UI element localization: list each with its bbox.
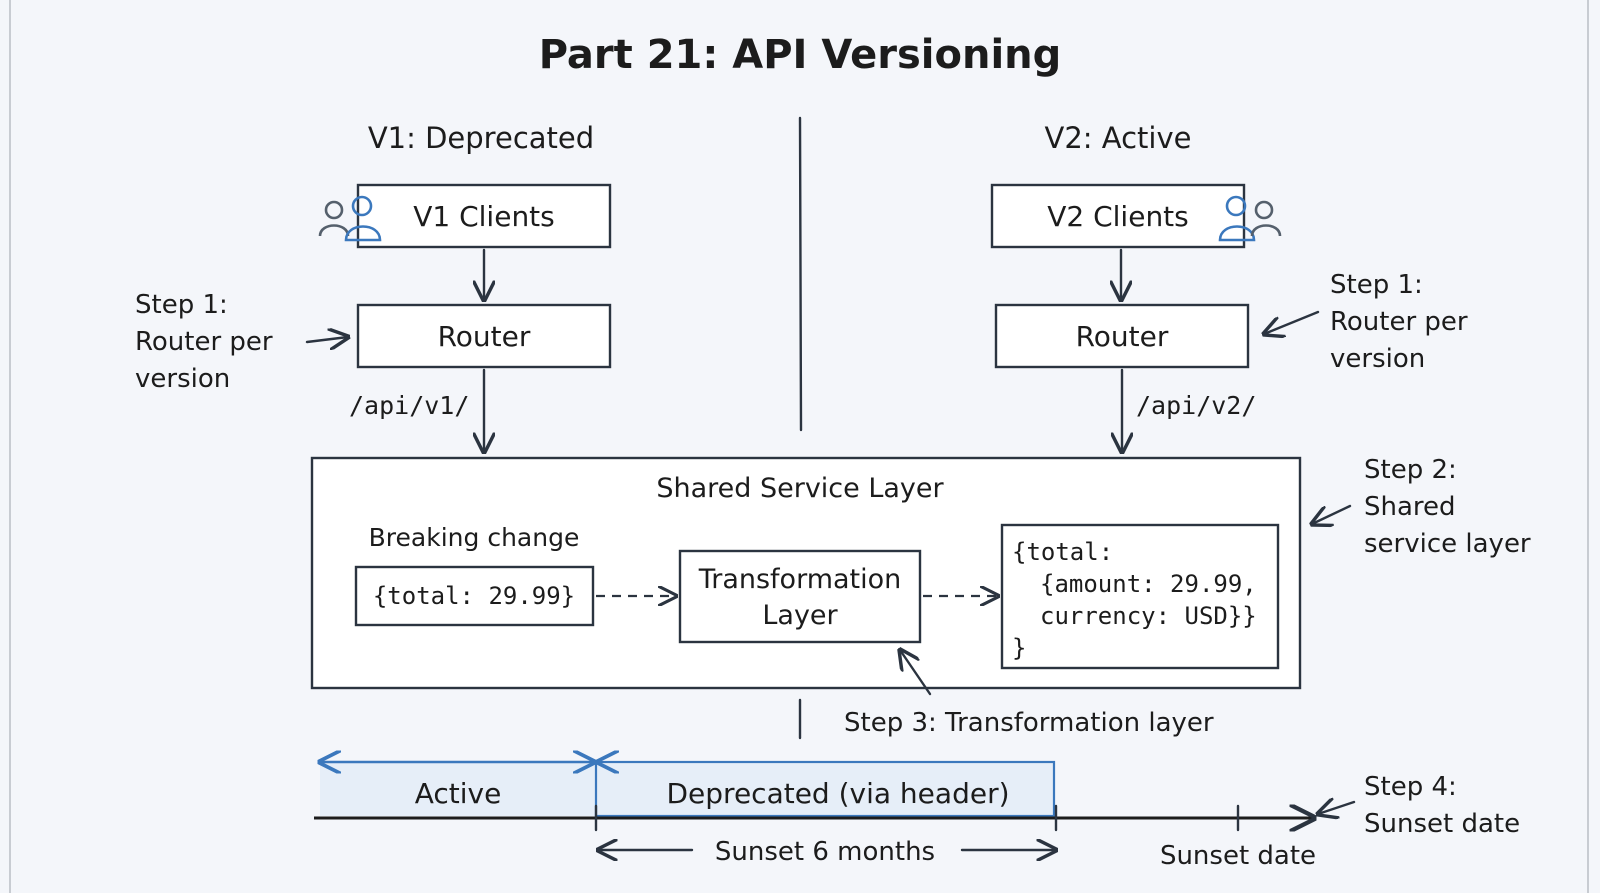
svg-text:{amount: 29.99,: {amount: 29.99, (1040, 570, 1257, 598)
svg-text:Shared: Shared (1364, 492, 1456, 522)
svg-text:version: version (135, 364, 230, 394)
v1-path-label: /api/v1/ (349, 391, 469, 420)
v2-heading: V2: Active (1045, 121, 1192, 155)
svg-text:Router per: Router per (1330, 307, 1468, 337)
version-divider (798, 116, 803, 432)
svg-text:Step 1:: Step 1: (135, 290, 228, 320)
shared-service-layer-title: Shared Service Layer (656, 473, 944, 504)
new-payload-box (1000, 523, 1280, 670)
transformation-layer-label-1: Transformation (698, 564, 902, 595)
breaking-change-label: Breaking change (369, 523, 580, 552)
v2-path-label: /api/v2/ (1136, 391, 1256, 420)
svg-text:service layer: service layer (1364, 529, 1531, 559)
step4-arrow (1318, 802, 1356, 814)
step1-left-note: Step 1: Router per version (135, 290, 273, 394)
active-label: Active (415, 777, 502, 810)
sunset-date-label: Sunset date (1160, 841, 1316, 871)
step1-right-arrow (1264, 310, 1320, 334)
svg-text:version: version (1330, 344, 1425, 374)
deprecated-label: Deprecated (via header) (666, 777, 1009, 810)
new-payload-text: {total: {amount: 29.99, currency: USD}} … (1012, 538, 1257, 662)
svg-text:Sunset date: Sunset date (1364, 809, 1520, 839)
svg-text:{total:: {total: (1012, 538, 1113, 566)
v2-router-box (994, 303, 1250, 369)
step3-note: Step 3: Transformation layer (844, 708, 1214, 738)
v2-router-label: Router (1076, 320, 1169, 353)
v1-clients-label: V1 Clients (413, 200, 555, 233)
step4-note: Step 4: Sunset date (1364, 772, 1520, 839)
v1-router-box (356, 303, 612, 369)
step2-arrow (1312, 504, 1352, 524)
transformation-layer-box (678, 549, 922, 644)
svg-text:}: } (1012, 634, 1026, 662)
step2-note: Step 2: Shared service layer (1364, 455, 1531, 559)
v2-clients-box (990, 183, 1246, 249)
step1-left-arrow (305, 337, 348, 342)
page-title: Part 21: API Versioning (539, 32, 1062, 78)
step1-right-note: Step 1: Router per version (1330, 270, 1468, 374)
old-payload-box (354, 565, 595, 627)
svg-text:Step 4:: Step 4: (1364, 772, 1457, 802)
svg-text:currency: USD}}: currency: USD}} (1040, 602, 1257, 630)
v2-clients-label: V2 Clients (1047, 200, 1189, 233)
transformation-layer-label-2: Layer (762, 600, 838, 631)
svg-text:Router per: Router per (135, 327, 273, 357)
step3-arrow (900, 650, 932, 696)
v1-heading: V1: Deprecated (368, 121, 594, 155)
old-payload-text: {total: 29.99} (373, 582, 575, 610)
deprecated-band (594, 760, 1056, 818)
v1-clients-box (356, 183, 612, 249)
svg-text:Step 2:: Step 2: (1364, 455, 1457, 485)
users-icon (1218, 195, 1282, 242)
users-icon (318, 195, 382, 242)
sunset-span-label: Sunset 6 months (715, 837, 935, 867)
svg-text:Step 1:: Step 1: (1330, 270, 1423, 300)
v1-router-label: Router (438, 320, 531, 353)
